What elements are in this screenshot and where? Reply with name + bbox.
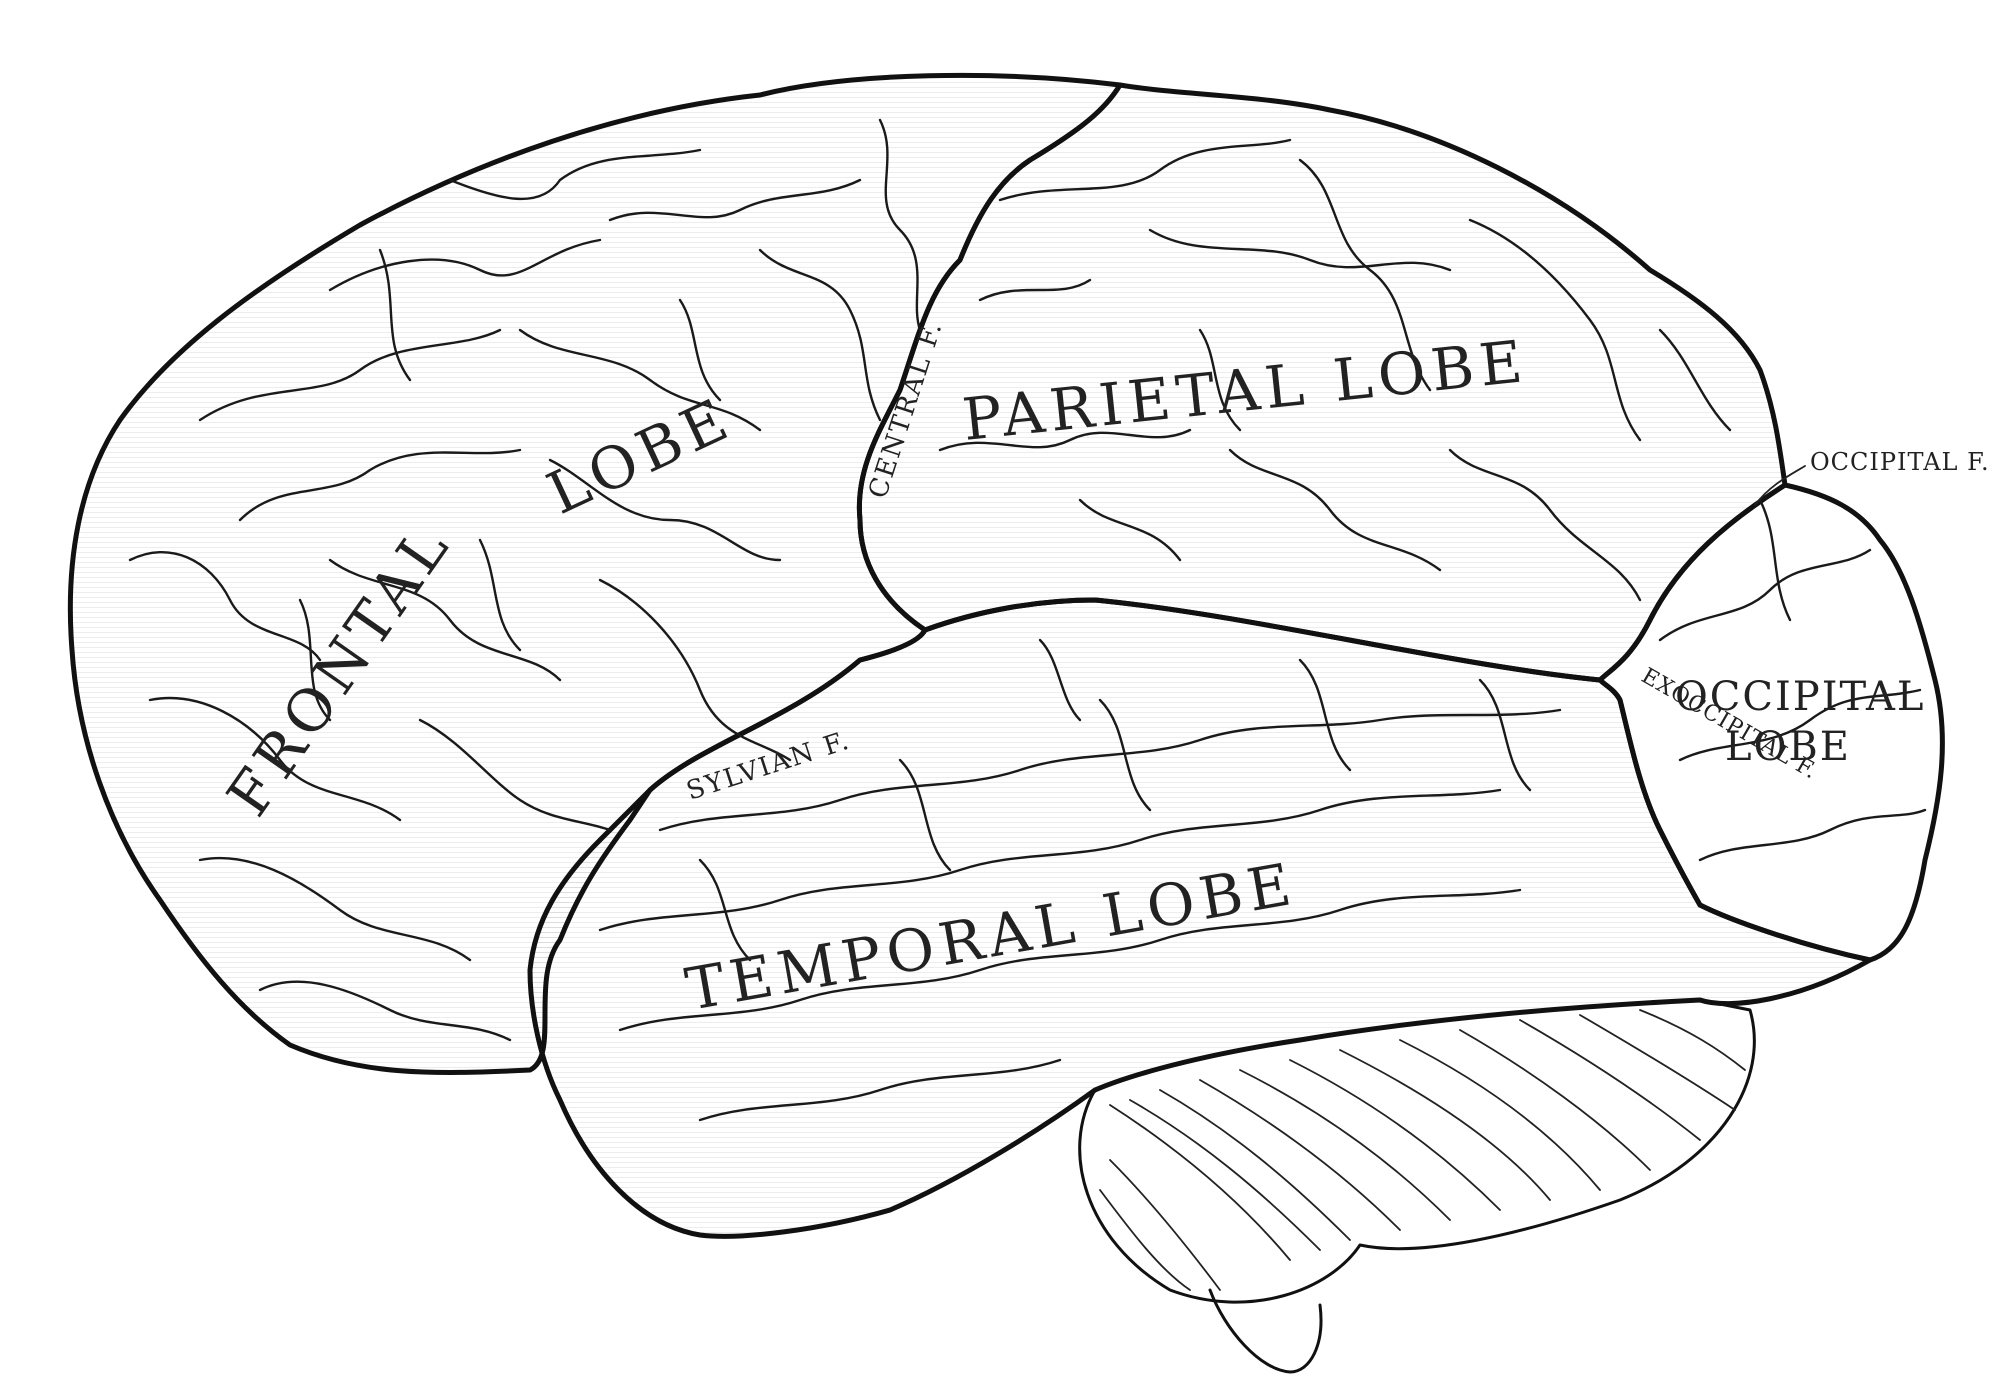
occipital-lobe-label-2: LOBE (1725, 724, 1851, 770)
temporal-gyri (598, 638, 1562, 1122)
parietal-gyri (938, 138, 1732, 602)
occipital-gyri (1658, 498, 1927, 862)
occipital-lobe-label-1: OCCIPITAL (1675, 674, 1925, 720)
occipital-fissure-pointer (1754, 465, 1806, 506)
frontal-gyri (128, 118, 922, 1042)
occipital-fissure-label: OCCIPITAL F. (1810, 448, 1990, 476)
cerebellum-folia (1099, 1009, 1746, 1291)
